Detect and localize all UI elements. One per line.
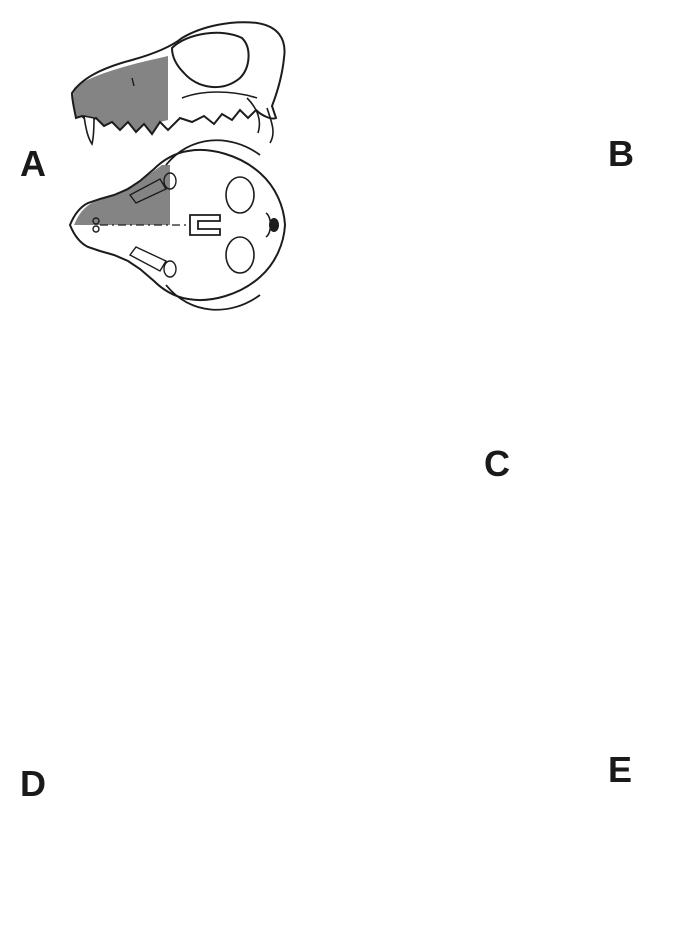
panel-a-ventral-skull — [70, 140, 285, 310]
panel-d-label: D — [20, 766, 46, 802]
panel-a — [70, 22, 285, 310]
panel-a-label: A — [20, 146, 46, 182]
panel-e-label: E — [608, 752, 632, 788]
panel-b-label: B — [608, 136, 634, 172]
panel-c-label: C — [484, 446, 510, 482]
panel-a-lateral-skull — [72, 22, 285, 144]
panel-a-ventral-shading — [74, 165, 170, 225]
